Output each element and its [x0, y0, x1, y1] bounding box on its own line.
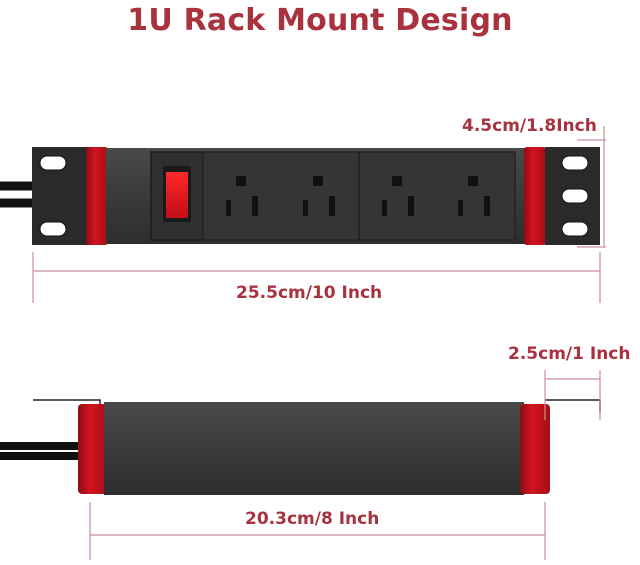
left-end-cap-side — [78, 404, 108, 494]
left-mounting-ear — [32, 147, 90, 245]
height-dimension-label: 4.5cm/1.8Inch — [462, 116, 597, 136]
rocker-switch — [150, 151, 204, 241]
outlet-4 — [458, 176, 490, 216]
left-end-cap — [86, 147, 108, 245]
outlet-2 — [303, 176, 335, 216]
strip-body-side — [104, 402, 524, 495]
outlet-module-right — [358, 151, 516, 241]
length-dimension-label: 25.5cm/10 Inch — [236, 283, 383, 303]
dimension-lines-side — [89, 370, 601, 560]
width-dimension-label: 20.3cm/8 Inch — [245, 509, 380, 529]
right-mounting-ear — [545, 147, 600, 245]
page-title: 1U Rack Mount Design — [127, 3, 513, 38]
outlet-1 — [226, 176, 258, 216]
depth-dimension-label: 2.5cm/1 Inch — [508, 344, 631, 364]
dimension-lines-front — [32, 126, 606, 303]
power-cord-side — [0, 442, 84, 460]
power-strip-side-view — [0, 399, 601, 495]
power-strip-front-view — [0, 147, 600, 245]
outlet-3 — [382, 176, 414, 216]
right-end-cap — [524, 147, 546, 245]
right-end-cap-side — [520, 404, 550, 494]
outlet-module-left — [202, 151, 360, 241]
